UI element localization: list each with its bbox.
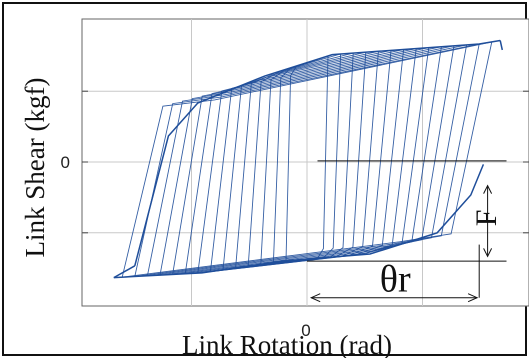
arrow-head	[483, 184, 493, 194]
x-axis-title: Link Rotation (rad)	[182, 330, 392, 358]
envelope-left-edge	[113, 265, 136, 279]
annotations	[307, 160, 507, 303]
rotation-annotation-label: θr	[380, 259, 411, 301]
envelope-right-edge	[499, 40, 504, 51]
envelope-curve	[113, 39, 504, 279]
upper-envelope	[134, 39, 501, 266]
y-axis-title: Link Shear (kgf)	[20, 78, 50, 258]
y-tick-label: 0	[61, 153, 70, 172]
force-annotation-label: F	[470, 210, 503, 227]
lower-envelope	[113, 164, 485, 279]
arrow-head	[483, 248, 493, 258]
arrow-head	[309, 293, 321, 303]
arrow-head	[467, 293, 479, 303]
hysteresis-chart: 0 0 Link Rotation (rad) Link Shear (kgf)…	[20, 18, 529, 358]
x-tick-label: 0	[301, 321, 310, 340]
